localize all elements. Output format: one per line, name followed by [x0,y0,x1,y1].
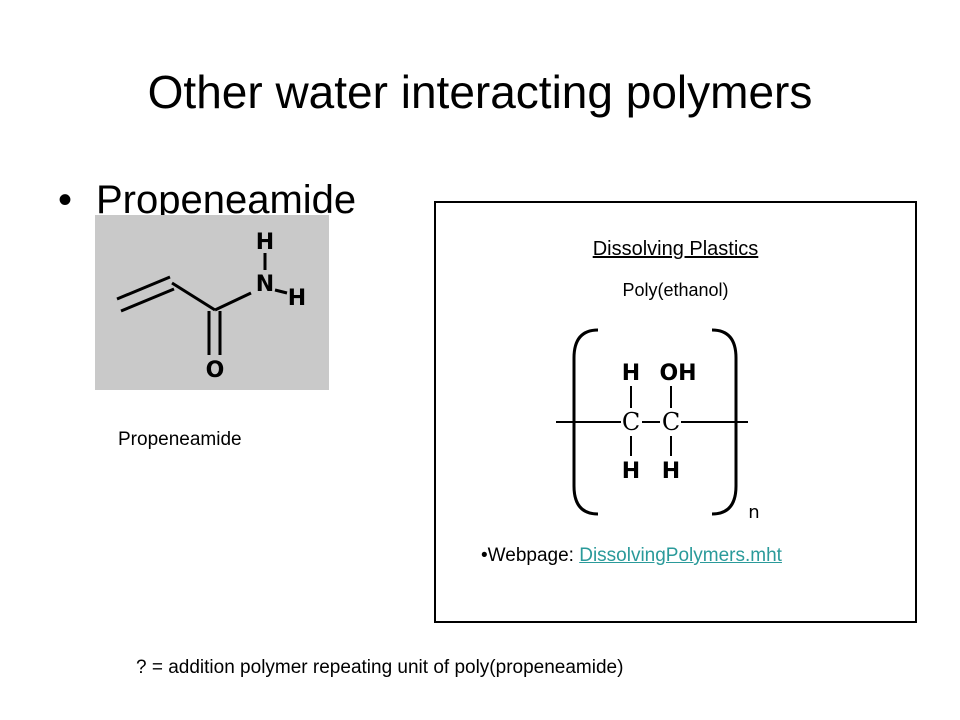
polymer-bonds [556,386,748,456]
atom-label-o: O [206,358,225,383]
propeneamide-structure-diagram: H N H O [116,230,306,383]
label-c-left: C [622,408,640,436]
atom-label-h-top: H [256,230,274,255]
label-h-bottom-left: H [622,459,640,484]
carbon-chain-bond [171,281,216,312]
webpage-bullet: •Webpage: DissolvingPolymers.mht [481,544,782,568]
nitrogen-hydrogen-bond-right [274,288,288,295]
vinyl-double-bond-b [120,287,175,313]
right-bracket [711,328,738,516]
dissolving-plastics-panel: Dissolving Plastics Poly(ethanol) H OH H… [434,201,917,623]
label-oh-top-right: OH [659,361,696,386]
bullet-item: • Propeneamide [58,172,356,228]
propeneamide-bonds [116,253,288,355]
dissolving-polymers-link[interactable]: DissolvingPolymers.mht [579,545,782,566]
left-bracket [572,328,599,516]
carbon-nitrogen-bond [214,291,252,312]
vinyl-double-bond-a [116,275,171,301]
webpage-bullet-marker: • [481,545,488,566]
bullet-text: Propeneamide [96,178,357,222]
panel-subheading: Poly(ethanol) [622,280,729,300]
slide-title: Other water interacting polymers [147,66,813,118]
footer-note: ? = addition polymer repeating unit of p… [136,657,624,678]
panel-heading: Dissolving Plastics [592,238,759,260]
atom-label-n: N [256,272,274,297]
bullet-marker: • [58,178,73,222]
atom-label-h-right: H [288,286,306,311]
molecule-caption: Propeneamide [118,429,242,450]
webpage-label: Webpage: [487,545,580,566]
label-c-right: C [662,408,680,436]
label-h-top-left: H [622,361,640,386]
label-h-bottom-right: H [662,459,680,484]
poly-ethanol-structure-diagram: H OH H H C C n [556,328,760,523]
label-subscript-n: n [748,502,759,523]
propeneamide-structure-image: H N H O [95,215,329,390]
